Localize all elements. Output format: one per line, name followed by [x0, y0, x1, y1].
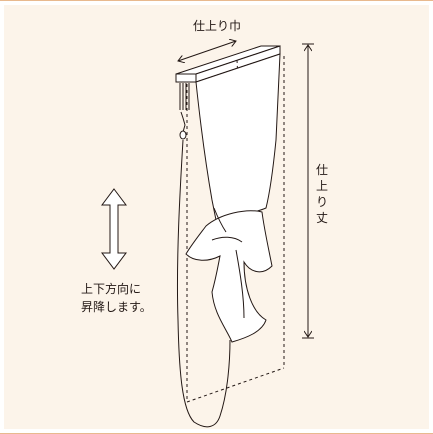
finished-length-label: 仕上り丈 [315, 163, 328, 225]
width-dimension-line [178, 41, 236, 61]
raised-shade-fabric [185, 53, 281, 343]
pull-cord [176, 83, 231, 428]
motion-arrow-icon [101, 188, 127, 270]
length-dimension-line [302, 43, 314, 339]
finished-width-label: 仕上り巾 [193, 19, 242, 33]
motion-label-line2: 昇降します。 [81, 300, 152, 314]
motion-label-line1: 上下方向に [81, 282, 142, 296]
